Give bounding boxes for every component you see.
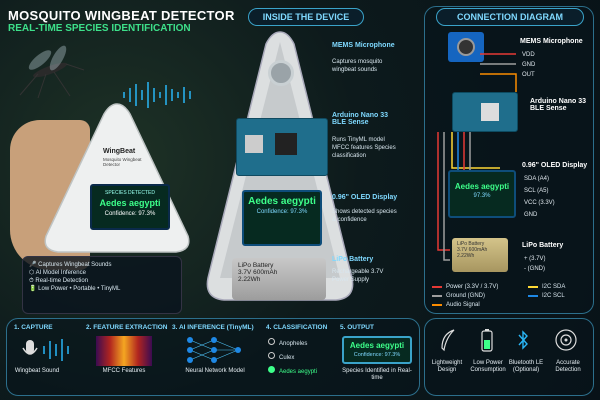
screen-confidence: Confidence: 97.3% [104,211,156,217]
legend-swatch [528,286,538,288]
legend-swatch [432,286,442,288]
feature-list: 🎤 Captures Wingbeat Sounds ⬡ AI Model In… [22,256,182,314]
step-caption: Neural Network Model [185,368,245,374]
pin-label: GND [524,212,538,218]
mfcc-spectrogram [96,336,152,366]
arduino-desc: Runs TinyML model MFCC features Species … [332,137,396,159]
legend-swatch [432,304,442,306]
target-icon [555,329,577,351]
pin-label: GND [522,62,536,68]
battery-label-line: LiPo Battery [238,262,274,269]
arduino-board [236,118,328,176]
page-subtitle: REAL-TIME SPECIES IDENTIFICATION [8,23,191,34]
pin-label: OUT [522,72,535,78]
conn-oled-species: Aedes aegypti [454,182,510,191]
legend-swatch [432,295,442,297]
classification-option: Anopheles [268,338,338,348]
conn-mic-module [448,32,484,62]
inside-oled-species: Aedes aegypti [248,196,316,207]
legend-label: I2C SDA [542,284,566,290]
chip [275,133,297,155]
battery-title: LiPo Battery [332,256,374,263]
benefit-label: Low Power Consumption [470,360,506,373]
benefit-label: Bluetooth LE (Optional) [508,360,544,373]
benefit-label: Lightweight Design [431,360,463,373]
output-species: Aedes aegypti [349,341,405,350]
pin-label: VDD [522,52,535,58]
oled-desc: Shows detected species & confidence [332,209,397,223]
connection-heading: CONNECTION DIAGRAM [436,8,584,26]
arduino-title: Arduino Nano 33 BLE Sense [332,112,389,126]
pin-label: - (GND) [524,266,545,272]
inside-oled: Aedes aegypti Confidence: 97.3% [242,190,322,246]
battery-desc: Rechargeable 3.7V Power Supply [332,269,384,283]
battery-text-line: 3.7V 600mAh [457,247,488,253]
device-body [44,103,190,253]
classification-options: Anopheles Culex Aedes aegypti [268,338,338,376]
battery-text-line: LiPo Battery [457,241,485,247]
feature-item: 🔋 Low Power • Portable • TinyML [29,286,121,292]
page-title: MOSQUITO WINGBEAT DETECTOR [8,8,235,23]
conn-oled: Aedes aegypti 97.3% [448,170,516,218]
step-heading: 1. CAPTURE [14,324,53,331]
inside-oled-confidence: Confidence: 97.3% [256,209,308,215]
wire-legend: Power (3.3V / 3.7V) I2C SDA Ground (GND)… [432,284,592,312]
conn-arduino-board [452,92,518,132]
inside-battery: LiPo Battery 3.7V 600mAh 2.22Wh [232,258,326,300]
battery-text-line: 2.22Wh [457,253,475,259]
pin-label: SDA (A4) [524,176,550,182]
feature-item: ⬡ AI Model Inference [29,270,86,276]
mic-title: MEMS Microphone [332,42,395,49]
mic-desc: Captures mosquito wingbeat sounds [332,59,383,73]
pin-label: + (3.7V) [524,256,546,262]
device-brand-subtitle: Mosquito Wingbeat Detector [103,157,142,167]
inside-heading: INSIDE THE DEVICE [248,8,364,26]
microphone-wave-icon [22,339,69,361]
mic-icon [457,38,475,56]
conn-oled-confidence: 97.3% [473,193,491,199]
legend-label: Power (3.3V / 3.7V) [446,284,499,290]
legend-label: Audio Signal [446,302,480,308]
battery-label-line: 3.7V 600mAh [238,269,278,276]
feature-item: 🎤 Captures Wingbeat Sounds [29,262,112,268]
step-heading: 2. FEATURE EXTRACTION [86,324,168,331]
neural-network-icon [187,337,241,363]
step-heading: 5. OUTPUT [340,324,374,331]
legend-swatch [528,295,538,297]
step-heading: 4. CLASSIFICATION [266,324,328,331]
conn-battery: LiPo Battery 3.7V 600mAh 2.22Wh [452,238,508,272]
pin-label: VCC (3.3V) [524,200,555,206]
device-screen: SPECIES DETECTED Aedes aegypti Confidenc… [90,184,170,230]
mosquito-icon [19,45,85,99]
pin-label: SCL (A5) [524,188,549,194]
oled-title: 0.96" OLED Display [332,194,398,201]
conn-battery-label: LiPo Battery [522,242,564,249]
step-caption: Species Identified in Real-time [342,368,412,381]
step-caption: MFCC Features [102,368,146,374]
screen-species: Aedes aegypti [99,198,161,208]
conn-mic-label: MEMS Microphone [520,38,583,45]
chip [481,103,499,121]
classification-option-selected: Aedes aegypti [268,366,338,376]
bluetooth-icon [518,330,528,350]
step-heading: 3. AI INFERENCE (TinyML) [172,324,254,331]
conn-oled-label: 0.96" OLED Display [522,162,588,169]
classification-option: Culex [268,352,338,362]
feature-item: ⏱ Real-time Detection [29,278,89,284]
legend-label: Ground (GND) [446,293,486,299]
feather-icon [441,329,455,352]
sound-wave-icon [123,82,191,108]
device-brand: WingBeat [103,148,136,155]
battery-label-line: 2.22Wh [238,276,261,283]
conn-arduino-label: Arduino Nano 33 BLE Sense [530,98,587,112]
battery-icon [481,329,493,352]
benefit-label: Accurate Detection [555,360,581,373]
step-caption: Wingbeat Sound [14,368,60,374]
output-display: Aedes aegypti Confidence: 97.3% [342,336,412,364]
mic-component [268,60,294,86]
screen-label: SPECIES DETECTED [104,190,155,196]
legend-label: I2C SCL [542,293,565,299]
chip [245,135,263,153]
output-confidence: Confidence: 97.3% [353,352,401,358]
